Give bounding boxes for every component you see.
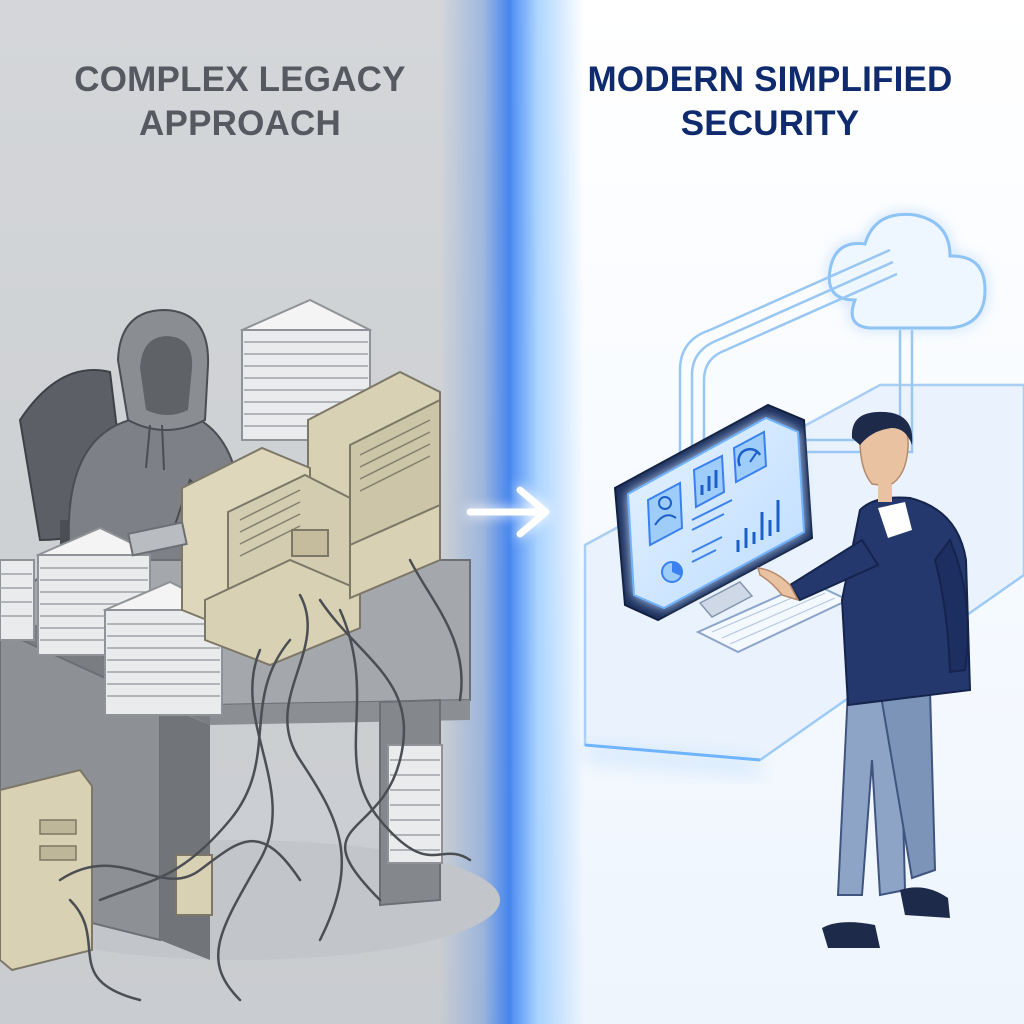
businessman-figure bbox=[756, 411, 972, 948]
speedometer-icon bbox=[732, 430, 768, 484]
legacy-heading-line2: APPROACH bbox=[139, 104, 341, 143]
desktop-base-unit-icon bbox=[204, 503, 441, 667]
legacy-scene bbox=[0, 298, 500, 1002]
modern-heading-line1: MODERN SIMPLIFIED bbox=[587, 60, 953, 99]
security-dashboard-monitor bbox=[613, 403, 814, 622]
bar-chart-icon bbox=[692, 454, 726, 509]
glass-desk bbox=[583, 383, 1024, 775]
cloud-icon bbox=[827, 212, 987, 330]
user-profile-icon bbox=[646, 481, 684, 547]
modern-heading-line2: SECURITY bbox=[680, 104, 860, 143]
legacy-heading-line1: COMPLEX LEGACY bbox=[74, 60, 406, 99]
tangled-cables bbox=[58, 558, 472, 1002]
activity-bars-icon bbox=[736, 500, 780, 552]
dashboard-list-lines bbox=[691, 499, 733, 563]
pie-chart-icon bbox=[661, 561, 683, 583]
legacy-heading: COMPLEX LEGACY APPROACH bbox=[40, 58, 440, 146]
pc-tower-icon bbox=[0, 768, 93, 972]
paper-stack-floor bbox=[387, 744, 443, 864]
legacy-keyboard-icon bbox=[127, 521, 188, 557]
cloud-connection-lines bbox=[678, 248, 914, 480]
paper-stack-edge bbox=[0, 559, 35, 641]
modern-heading: MODERN SIMPLIFIED SECURITY bbox=[560, 58, 980, 146]
modern-scene bbox=[583, 212, 1024, 948]
arrow-right-icon bbox=[466, 486, 550, 538]
